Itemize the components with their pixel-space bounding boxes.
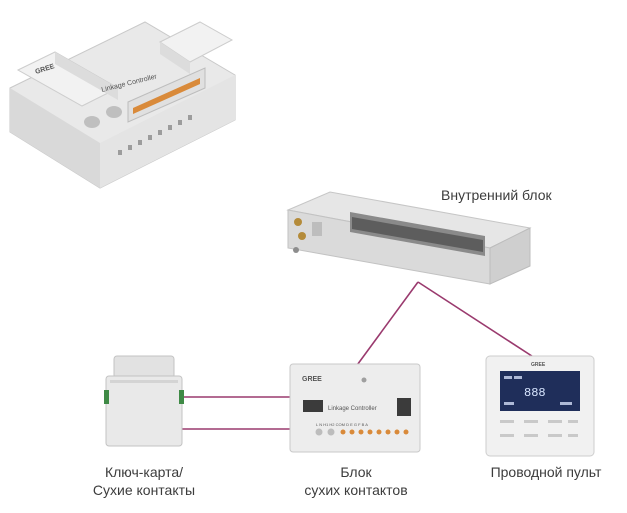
block-brand: GREE [302,376,322,383]
wire-indoor-to-controller [351,281,419,373]
block-model: Linkage Controller [328,406,377,412]
dry-contact-block: GREE Linkage Controller L N H1 H2 COM D … [289,363,421,453]
wires [178,281,539,430]
wire-indoor-to-remote [417,281,539,361]
label-key-card: Ключ-карта/ Сухие контакты [72,463,216,499]
label-key-card-line2: Сухие контакты [92,482,196,498]
key-card-holder [104,355,184,447]
label-key-card-line1: Ключ-карта/ [104,464,184,480]
block-terminals: L N H1 H2 COM D E G F B A [316,422,368,427]
label-wired-remote: Проводной пульт [490,464,602,480]
linkage-controller-large: GREE Linkage Controller [9,21,236,189]
wired-remote: GREE 888 [485,355,595,457]
remote-brand: GREE [531,362,546,368]
indoor-unit [286,191,532,285]
label-indoor-unit: Внутренний блок [441,187,552,203]
label-dry-contact-block-line2: сухих контактов [304,482,408,498]
remote-display: 888 [524,386,546,400]
label-dry-contact-block: Блок сухих контактов [286,463,426,499]
label-dry-contact-block-line1: Блок [340,464,372,480]
